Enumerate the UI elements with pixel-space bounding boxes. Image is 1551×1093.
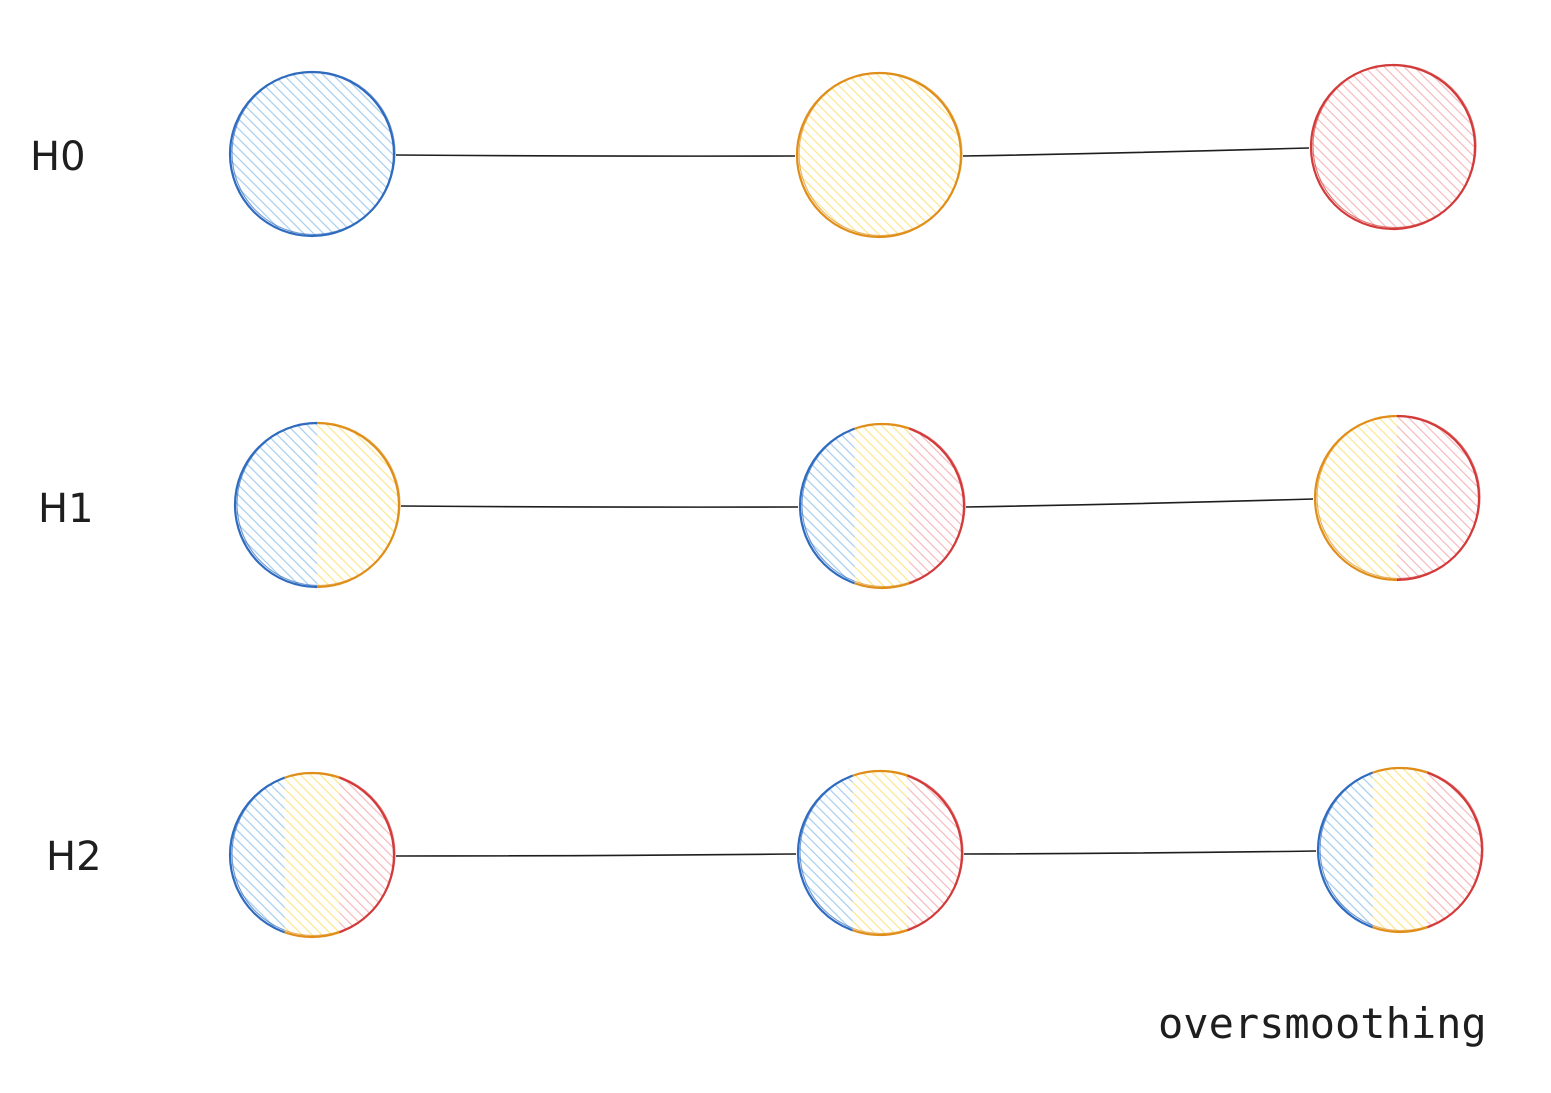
node-r1-c0 [233, 421, 401, 589]
edge-r1-1-2 [965, 498, 1314, 508]
node-r2-c2 [1316, 766, 1484, 934]
node-r1-c1 [798, 422, 966, 590]
edges-layer [395, 147, 1317, 857]
node-r0-c1 [795, 71, 963, 239]
nodes-layer [228, 63, 1484, 939]
edge-r0-0-1 [395, 154, 796, 157]
row-label-h1: H1 [38, 486, 94, 532]
node-r2-c1 [796, 769, 964, 937]
edge-r2-1-2 [963, 850, 1317, 855]
row-label-h0: H0 [30, 134, 86, 180]
node-r2-c0 [228, 771, 396, 939]
edge-r1-0-1 [400, 505, 799, 508]
row-label-h2: H2 [46, 834, 102, 880]
node-r1-c2 [1313, 414, 1481, 582]
edge-r2-0-1 [395, 853, 797, 857]
node-r0-c0 [228, 70, 396, 238]
caption-oversmoothing: oversmoothing [1158, 999, 1487, 1048]
edge-r0-1-2 [962, 147, 1310, 157]
node-r0-c2 [1309, 63, 1477, 231]
